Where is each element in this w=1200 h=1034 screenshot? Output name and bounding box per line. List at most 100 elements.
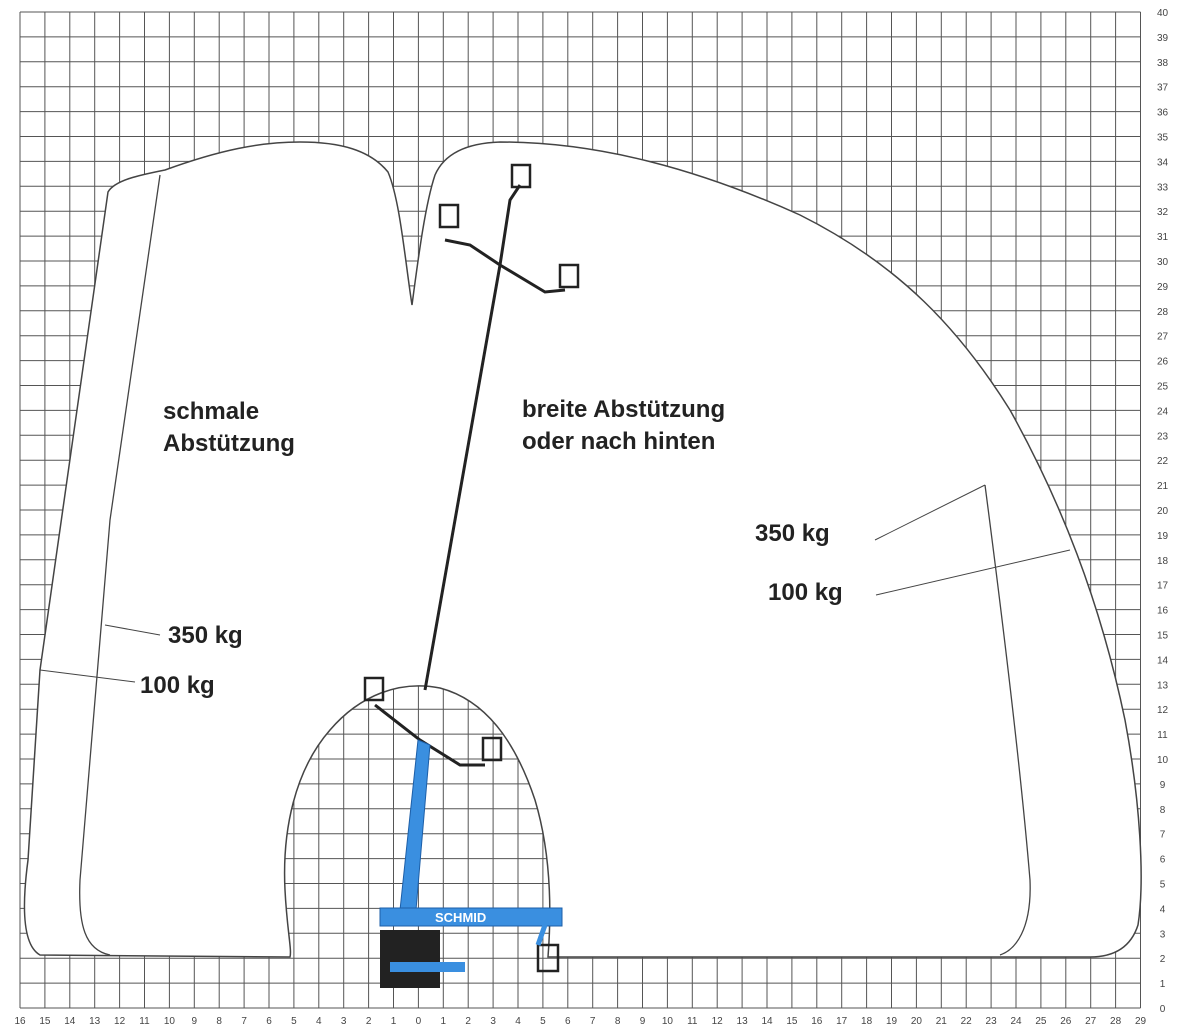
x-tick-label: 12 xyxy=(114,1016,126,1027)
y-tick-label: 1 xyxy=(1160,979,1166,990)
y-tick-label: 3 xyxy=(1160,929,1166,940)
basket-icon xyxy=(558,263,580,289)
leader-right-100 xyxy=(875,549,1071,596)
y-tick-label: 5 xyxy=(1160,880,1166,891)
y-tick-label: 13 xyxy=(1157,680,1169,691)
zone-label-wide: breite Abstützung oder nach hinten xyxy=(522,394,725,459)
x-tick-label: 28 xyxy=(1110,1016,1122,1027)
basket-icon xyxy=(438,203,460,229)
x-tick-label: 16 xyxy=(14,1016,26,1027)
x-tick-label: 11 xyxy=(687,1016,698,1027)
y-tick-label: 32 xyxy=(1157,207,1169,218)
x-tick-label: 9 xyxy=(640,1016,646,1027)
x-tick-label: 2 xyxy=(366,1016,372,1027)
y-tick-label: 20 xyxy=(1157,506,1169,517)
y-tick-label: 14 xyxy=(1157,655,1169,666)
x-tick-label: 12 xyxy=(712,1016,724,1027)
y-tick-label: 29 xyxy=(1157,282,1169,293)
y-tick-label: 37 xyxy=(1157,83,1169,94)
y-tick-label: 34 xyxy=(1157,157,1169,168)
x-tick-label: 15 xyxy=(786,1016,798,1027)
x-tick-label: 26 xyxy=(1060,1016,1072,1027)
x-tick-label: 6 xyxy=(565,1016,571,1027)
x-tick-label: 9 xyxy=(192,1016,198,1027)
x-tick-label: 4 xyxy=(316,1016,322,1027)
x-tick-label: 3 xyxy=(490,1016,496,1027)
y-tick-label: 8 xyxy=(1160,805,1166,816)
vehicle: SCHMID xyxy=(379,739,563,988)
y-tick-label: 19 xyxy=(1157,531,1169,542)
y-tick-label: 0 xyxy=(1160,1004,1166,1015)
y-tick-label: 2 xyxy=(1160,954,1166,965)
y-tick-label: 16 xyxy=(1157,606,1169,617)
x-tick-label: 24 xyxy=(1010,1016,1022,1027)
basket-icon xyxy=(481,736,503,762)
zone-narrow-line1: schmale xyxy=(163,398,260,425)
x-tick-label: 3 xyxy=(341,1016,347,1027)
x-tick-label: 22 xyxy=(961,1016,973,1027)
x-tick-label: 6 xyxy=(266,1016,272,1027)
y-tick-label: 15 xyxy=(1157,631,1169,642)
vehicle-cab xyxy=(380,930,440,988)
y-tick-label: 35 xyxy=(1157,133,1169,144)
y-tick-label: 4 xyxy=(1160,904,1166,915)
y-tick-label: 23 xyxy=(1157,431,1169,442)
x-tick-label: 18 xyxy=(861,1016,873,1027)
y-tick-label: 6 xyxy=(1160,855,1166,866)
y-tick-label: 12 xyxy=(1157,705,1169,716)
y-tick-label: 36 xyxy=(1157,108,1169,119)
x-tick-label: 0 xyxy=(416,1016,422,1027)
zone-label-narrow: schmale Abstützung xyxy=(163,396,295,461)
zone-wide-line1: breite Abstützung xyxy=(522,396,726,423)
y-tick-label: 21 xyxy=(1157,481,1169,492)
y-tick-label: 24 xyxy=(1157,406,1169,417)
zone-wide-line2: oder nach hinten xyxy=(522,428,716,456)
y-tick-label: 38 xyxy=(1157,58,1169,69)
x-tick-label: 23 xyxy=(986,1016,998,1027)
y-tick-label: 27 xyxy=(1157,332,1169,343)
x-tick-label: 27 xyxy=(1085,1016,1097,1027)
y-tick-label: 22 xyxy=(1157,456,1169,467)
envelope-350kg-left xyxy=(79,174,161,956)
y-tick-label: 10 xyxy=(1157,755,1169,766)
x-tick-label: 15 xyxy=(39,1016,51,1027)
y-tick-label: 17 xyxy=(1157,581,1169,592)
vehicle-brand: SCHMID xyxy=(435,910,486,925)
y-tick-label: 18 xyxy=(1157,556,1169,567)
x-tick-label: 1 xyxy=(441,1016,447,1027)
x-tick-label: 19 xyxy=(886,1016,898,1027)
x-tick-label: 29 xyxy=(1135,1016,1147,1027)
leader-left-100 xyxy=(39,669,136,683)
boom-extended xyxy=(423,163,580,691)
basket-icon xyxy=(536,943,560,973)
load-label-right-350: 350 kg xyxy=(755,520,830,547)
x-tick-label: 7 xyxy=(241,1016,247,1027)
leader-left-350 xyxy=(104,624,161,636)
y-tick-label: 33 xyxy=(1157,182,1169,193)
x-tick-label: 1 xyxy=(391,1016,397,1027)
x-tick-label: 10 xyxy=(662,1016,674,1027)
x-tick-label: 5 xyxy=(291,1016,297,1027)
blue-boom xyxy=(399,739,431,911)
vehicle-boom-rest xyxy=(379,907,563,927)
load-label-left-350: 350 kg xyxy=(168,622,243,649)
x-tick-label: 10 xyxy=(164,1016,176,1027)
x-tick-label: 14 xyxy=(64,1016,76,1027)
y-tick-label: 28 xyxy=(1157,307,1169,318)
boom-low xyxy=(363,676,503,767)
y-tick-label: 11 xyxy=(1157,730,1168,741)
y-tick-label: 25 xyxy=(1157,382,1169,393)
basket-icon xyxy=(510,163,532,189)
x-tick-label: 14 xyxy=(761,1016,773,1027)
y-tick-label: 9 xyxy=(1160,780,1166,791)
x-tick-label: 16 xyxy=(811,1016,823,1027)
y-tick-label: 26 xyxy=(1157,357,1169,368)
y-tick-label: 31 xyxy=(1157,232,1169,243)
envelope-100kg xyxy=(23,141,1142,958)
zone-narrow-line2: Abstützung xyxy=(163,430,295,458)
basket-icon xyxy=(363,676,385,702)
x-tick-label: 17 xyxy=(836,1016,848,1027)
load-label-left-100: 100 kg xyxy=(140,672,215,699)
x-tick-label: 25 xyxy=(1035,1016,1047,1027)
